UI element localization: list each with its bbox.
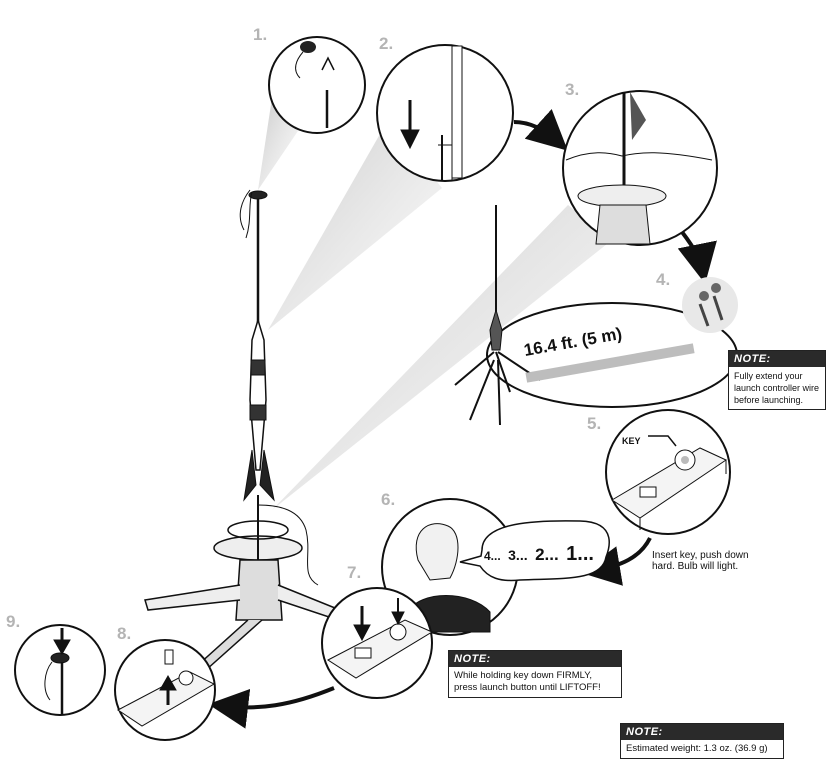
countdown-one: 1... xyxy=(566,543,594,565)
note-estimated-weight-header: NOTE: xyxy=(621,724,783,740)
step3-to-step4-arrow xyxy=(677,230,717,284)
step7-to-step8-arrow xyxy=(208,686,335,729)
step5-caption: Insert key, push down hard. Bulb will li… xyxy=(652,550,749,572)
note-estimated-weight: NOTE: Estimated weight: 1.3 oz. (36.9 g) xyxy=(620,723,784,759)
note-launch-button: NOTE: While holding key down FIRMLY, pre… xyxy=(448,650,622,698)
step2-to-step3-arrow xyxy=(513,109,568,151)
countdown-text: 4... 3... 2... 1... xyxy=(484,543,594,565)
step-number-7: 7. xyxy=(347,563,362,582)
step7-detail-circle xyxy=(321,587,434,699)
step-number-5: 5. xyxy=(587,414,602,433)
note-launch-button-line: press launch button until LIFTOFF! xyxy=(454,682,601,693)
note-extend-wire-line: launch controller wire xyxy=(734,383,820,393)
step5-caption-line2: hard. Bulb will light. xyxy=(652,561,739,572)
note-extend-wire-line: before launching. xyxy=(734,395,804,405)
step3-detail-circle xyxy=(562,90,718,246)
step-number-6: 6. xyxy=(381,490,396,509)
note-extend-wire: NOTE: Fully extend your launch controlle… xyxy=(728,350,826,410)
step-number-3: 3. xyxy=(565,80,580,99)
step-number-8: 8. xyxy=(117,624,132,643)
step5-to-step6-arrow xyxy=(580,537,652,586)
step-number-9: 9. xyxy=(6,612,21,631)
step9-detail-circle xyxy=(14,624,106,716)
note-estimated-weight-body: Estimated weight: 1.3 oz. (36.9 g) xyxy=(621,740,783,758)
note-estimated-weight-line: Estimated weight: 1.3 oz. (36.9 g) xyxy=(626,743,768,754)
countdown-two: 2... xyxy=(535,545,559,564)
note-launch-button-line: While holding key down FIRMLY, xyxy=(454,670,592,681)
step5-caption-line1: Insert key, push down xyxy=(652,550,749,561)
step4-distance-illustration xyxy=(454,205,738,426)
note-launch-button-body: While holding key down FIRMLY, press lau… xyxy=(449,667,621,697)
note-launch-button-header: NOTE: xyxy=(449,651,621,667)
step8-detail-circle xyxy=(114,639,216,741)
note-extend-wire-body: Fully extend your launch controller wire… xyxy=(729,367,825,409)
step-number-4: 4. xyxy=(656,270,671,289)
key-label: KEY xyxy=(622,436,641,446)
countdown-bubble xyxy=(459,520,610,582)
note-extend-wire-line: Fully extend your xyxy=(734,371,803,381)
distance-label: 16.4 ft. (5 m) xyxy=(522,324,623,360)
launch-pad xyxy=(144,495,341,671)
step2-detail-circle xyxy=(376,44,514,182)
step5-detail-circle xyxy=(605,409,731,535)
step-number-1: 1. xyxy=(253,25,268,44)
main-rocket xyxy=(239,189,275,502)
step1-detail-circle xyxy=(268,36,366,134)
countdown-four: 4... xyxy=(484,549,501,563)
countdown-three: 3... xyxy=(508,547,527,563)
step-number-2: 2. xyxy=(379,34,394,53)
note-extend-wire-header: NOTE: xyxy=(729,351,825,367)
